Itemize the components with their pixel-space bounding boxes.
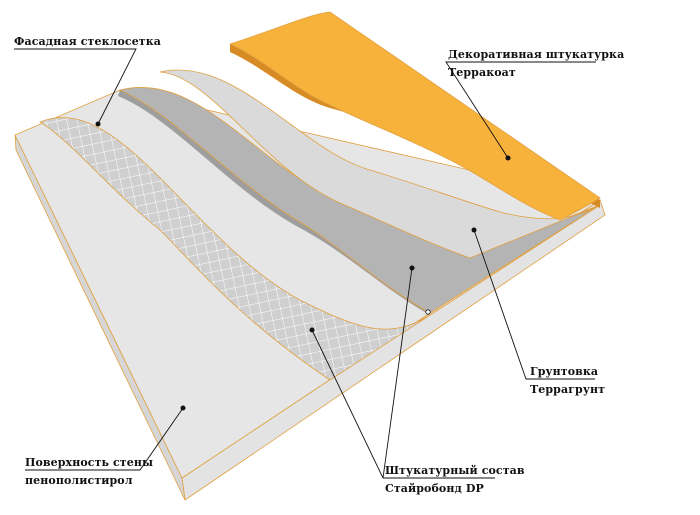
leader-dots bbox=[95, 121, 511, 411]
mesh-dot bbox=[95, 121, 101, 127]
primer-leader bbox=[473, 229, 595, 380]
decor-sublabel: Терракоат bbox=[448, 66, 516, 79]
primer-dot bbox=[471, 227, 477, 233]
mesh-leader bbox=[14, 48, 137, 125]
wall-label: Поверхность стены bbox=[25, 456, 154, 469]
primer-layer bbox=[159, 69, 601, 259]
decor-dot bbox=[505, 155, 511, 161]
plaster-leader-2 bbox=[311, 329, 384, 479]
wall-dot bbox=[180, 405, 186, 411]
decor-label: Декоративная штукатурка bbox=[448, 48, 625, 61]
mesh-label: Фасадная стеклосетка bbox=[14, 35, 161, 48]
decor-surface bbox=[228, 11, 601, 221]
leaders bbox=[14, 48, 596, 479]
plaster-leader-3 bbox=[382, 267, 413, 479]
primer-sublabel: Террагрунт bbox=[530, 383, 606, 396]
plaster-label: Штукатурный состав bbox=[385, 464, 525, 477]
mesh-surface bbox=[39, 117, 601, 381]
mesh-layer bbox=[39, 117, 601, 381]
decor-layer bbox=[228, 11, 601, 221]
plaster-sublabel: Стайробонд DP bbox=[385, 482, 484, 495]
primer-label: Грунтовка bbox=[530, 365, 599, 378]
wall-sublabel: пенополистирол bbox=[25, 474, 133, 487]
wall-leader bbox=[25, 407, 184, 471]
decor-leader bbox=[445, 61, 596, 159]
primer-surface bbox=[159, 69, 601, 259]
plaster-dot-1 bbox=[309, 327, 315, 333]
corner-marker bbox=[425, 309, 431, 315]
plaster-dot-2 bbox=[409, 265, 415, 271]
